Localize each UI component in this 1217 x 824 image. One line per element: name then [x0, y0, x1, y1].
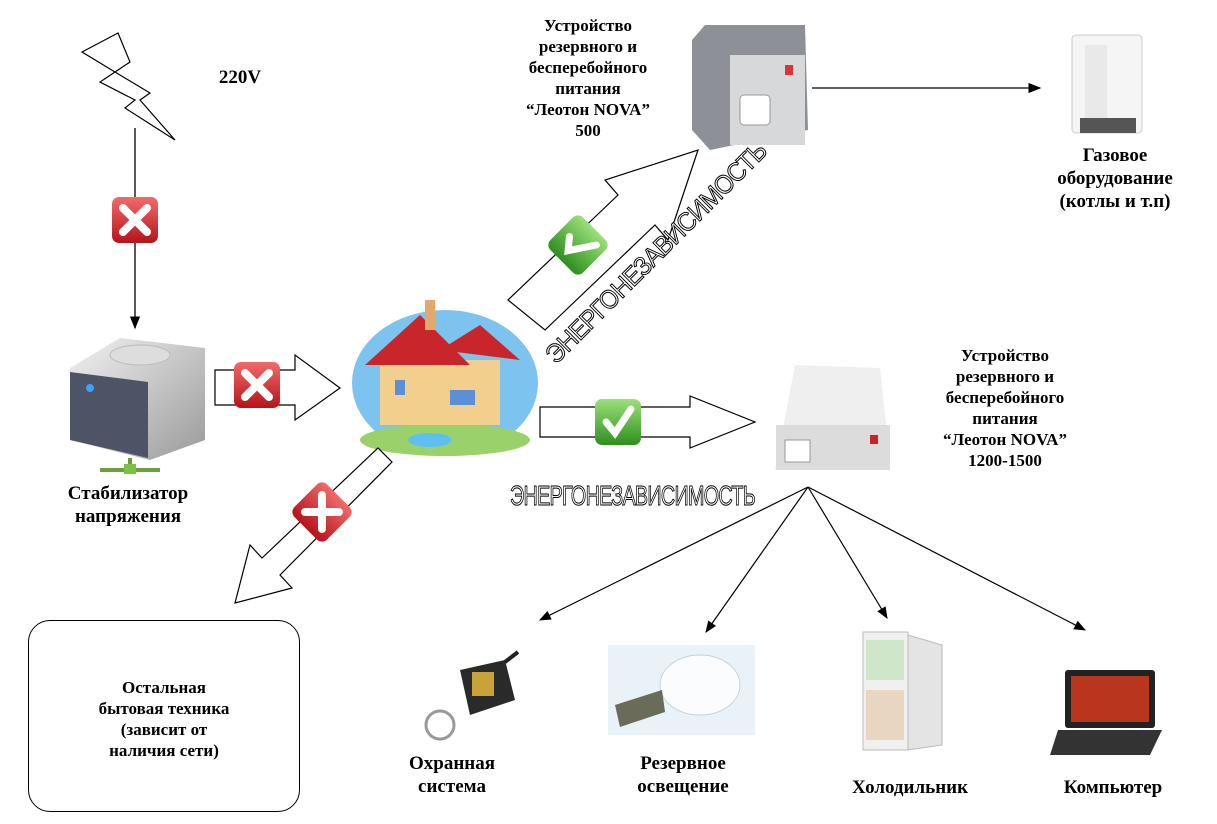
laptop-icon	[1050, 670, 1162, 755]
energy-independence-horizontal: ЭНЕРГОНЕЗАВИСИМОСТЬ	[510, 480, 755, 511]
stabilizer-icon	[70, 338, 205, 474]
load-label-computer: Компьютер	[1063, 777, 1163, 798]
house-to-ups1200-arrow	[539, 395, 757, 449]
load-label-lighting: Резервное освещение	[637, 753, 729, 797]
gas-boiler-icon	[1071, 34, 1143, 134]
ups-1200-icon	[775, 365, 890, 470]
ups-500-label: Устройство резервного и бесперебойного п…	[526, 16, 650, 140]
load-label-security: Охранная система	[408, 753, 496, 797]
stabilizer-label: Стабилизатор напряжения	[67, 483, 189, 527]
gas-equipment-label: Газовое оборудование (котлы и т.п)	[1057, 145, 1173, 212]
car-alarm-keyfob-icon	[424, 650, 520, 741]
ups1200-distribution-arrows	[538, 486, 1087, 633]
other-appliances-box	[28, 620, 300, 812]
cross-icon	[234, 362, 280, 408]
house-icon	[352, 300, 538, 456]
ups-1200-label: Устройство резервного и бесперебойного п…	[943, 346, 1067, 470]
ups-500-icon	[692, 25, 808, 150]
cross-icon	[112, 197, 158, 243]
fridge-icon	[862, 631, 943, 751]
light-bulb-icon	[608, 645, 755, 735]
check-icon	[595, 399, 641, 445]
load-label-fridge: Холодильник	[851, 777, 969, 798]
other-appliances-label: Остальная бытовая техника (зависит от на…	[98, 678, 230, 760]
lightning-icon	[80, 32, 176, 141]
voltage-label: 220V	[218, 67, 262, 88]
